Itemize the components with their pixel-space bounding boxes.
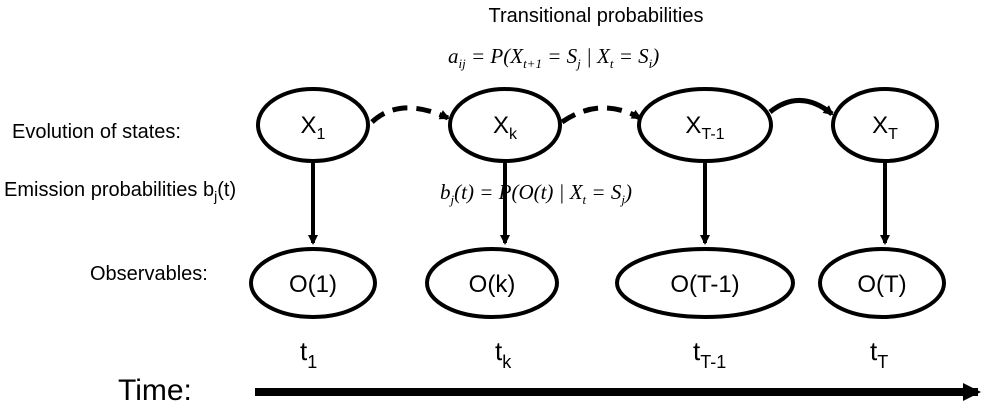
state-node-T-1 bbox=[637, 87, 773, 163]
observation-node-T-1 bbox=[615, 247, 795, 319]
row-label-emission: Emission probabilities bj(t) bbox=[4, 179, 236, 204]
time-tick-T: tT bbox=[870, 336, 888, 372]
observation-label-k: O(k) bbox=[469, 271, 516, 298]
time-tick-T-1: tT-1 bbox=[693, 336, 726, 372]
time-tick-1: t1 bbox=[300, 336, 317, 372]
transition-arrow-1-to-k bbox=[370, 105, 450, 124]
transition-arrow-T-1-to-T bbox=[768, 98, 834, 116]
emission-formula: bj(t) = P(O(t) | Xt = Sj) bbox=[440, 180, 632, 207]
time-label: Time: bbox=[118, 374, 192, 407]
observation-label-1: O(1) bbox=[289, 271, 337, 298]
observation-node-1 bbox=[249, 247, 377, 319]
row-label-states: Evolution of states: bbox=[12, 121, 181, 143]
observation-node-T bbox=[818, 247, 946, 319]
transition-arrow-k-to-T-1 bbox=[560, 105, 642, 125]
observation-label-T-1: O(T-1) bbox=[670, 271, 739, 298]
state-label-k: Xk bbox=[493, 112, 518, 143]
diagram-title: Transitional probabilities bbox=[489, 5, 704, 27]
state-label-1: X1 bbox=[301, 112, 326, 143]
row-label-observables: Observables: bbox=[90, 263, 208, 285]
time-tick-k: tk bbox=[495, 336, 512, 372]
observation-label-T: O(T) bbox=[857, 271, 906, 298]
state-label-T: XT bbox=[872, 112, 898, 143]
state-label-T-1: XT-1 bbox=[685, 112, 724, 143]
observation-node-k bbox=[425, 247, 559, 319]
transition-formula: aij = P(Xt+1 = Sj | Xt = Si) bbox=[448, 44, 659, 71]
